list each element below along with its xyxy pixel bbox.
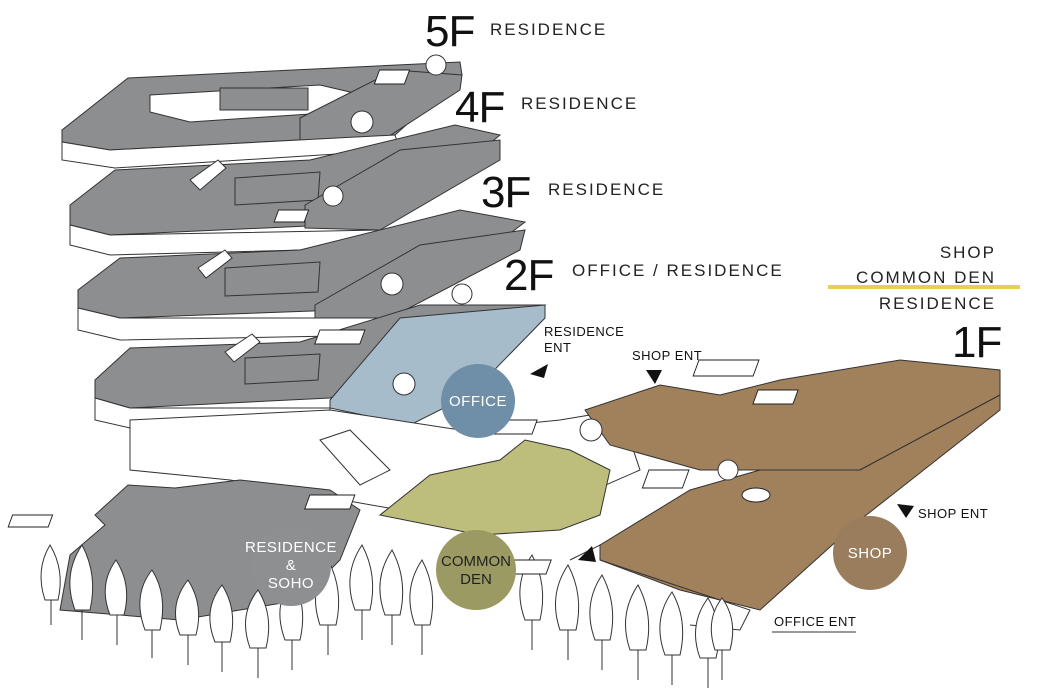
legend-shop: SHOP [940,243,996,262]
tree [40,544,61,625]
floor-trees [322,54,739,481]
display-table [641,469,690,489]
tree [350,110,374,134]
residence-soho-zone-label-line3: SOHO [268,575,314,592]
office-zone-badge [441,364,515,438]
tree [139,569,164,658]
residence-ent-label-line2: ENT [544,340,572,355]
tree [710,597,734,680]
tree [659,591,684,685]
room-5f [219,87,309,111]
tree [579,418,603,442]
floor-3f-use: RESIDENCE [548,180,665,199]
floor-1f-number: 1F [952,318,1001,367]
residence-soho-zone-label-line1: RESIDENCE [245,539,337,556]
residence-ent-arrow-icon [530,364,548,378]
tree [409,559,434,655]
floor-4f-use: RESIDENCE [521,94,638,113]
shop-ent-right-label: SHOP ENT [918,506,988,521]
shop-ent-right-arrow-icon [897,504,914,518]
desk [273,209,310,223]
tree [209,584,234,672]
floor-5f-use: RESIDENCE [490,20,607,39]
floor-5f-number: 5F [425,7,474,56]
stair-1f [319,429,391,486]
stair-4f [189,159,227,191]
office-ent-label: OFFICE ENT [774,614,856,629]
shop-zone-badge [833,516,907,590]
stair-3f [197,249,233,279]
common-den-zone-label-line1: COMMON [441,553,511,570]
tree [379,549,404,645]
floor-4f-number: 4F [455,83,504,132]
legend-residence: RESIDENCE [879,294,996,313]
tree [245,589,270,678]
stair-2f [224,333,261,363]
sofa [373,69,411,85]
shop-floor-lower [599,394,1001,611]
shelf [692,359,760,377]
tree [717,459,739,481]
tree [322,185,344,207]
residence-soho-zone-label-line2: & [286,557,297,574]
round-table [741,487,771,503]
residence-soho-zone-badge [251,526,331,606]
tree [349,544,374,640]
furniture [7,69,799,575]
tree-row [40,544,734,688]
shop-ent-top-label: SHOP ENT [632,348,702,363]
common-den-zone-label-line2: DEN [460,571,492,588]
table [304,494,356,510]
tree [589,574,614,670]
tree [451,283,473,305]
tree [555,564,580,660]
common-den-floor [378,439,611,536]
floor-2f-number: 2F [504,251,553,300]
tree [425,54,447,76]
floor-2f-use: OFFICE / RESIDENCE [572,261,784,280]
tree [69,544,94,640]
shop-ent-top-arrow-icon [646,370,662,384]
slab-4f-right [304,139,501,231]
tree [625,584,650,680]
upper-floor-stack [61,61,547,409]
room-3f-a [224,261,321,297]
tree [175,579,200,665]
tree [104,559,128,645]
common-den-zone-badge [436,530,516,610]
counter [752,389,799,405]
room-4f-a [234,171,321,206]
office-ent-arrow-icon [578,546,596,562]
shop-zone-label: SHOP [848,545,893,562]
shop-floor-upper [584,359,1001,471]
residence-ent-label-line1: RESIDENCE [544,324,624,339]
office-zone-label: OFFICE [449,393,507,410]
tree [380,272,404,296]
tree [392,372,416,396]
floor-3f-number: 3F [481,168,530,217]
desk [314,329,366,345]
table [7,514,54,528]
legend-common-den: COMMON DEN [856,268,996,287]
room-2f-a [244,353,321,385]
office-floor-2f [329,304,546,426]
